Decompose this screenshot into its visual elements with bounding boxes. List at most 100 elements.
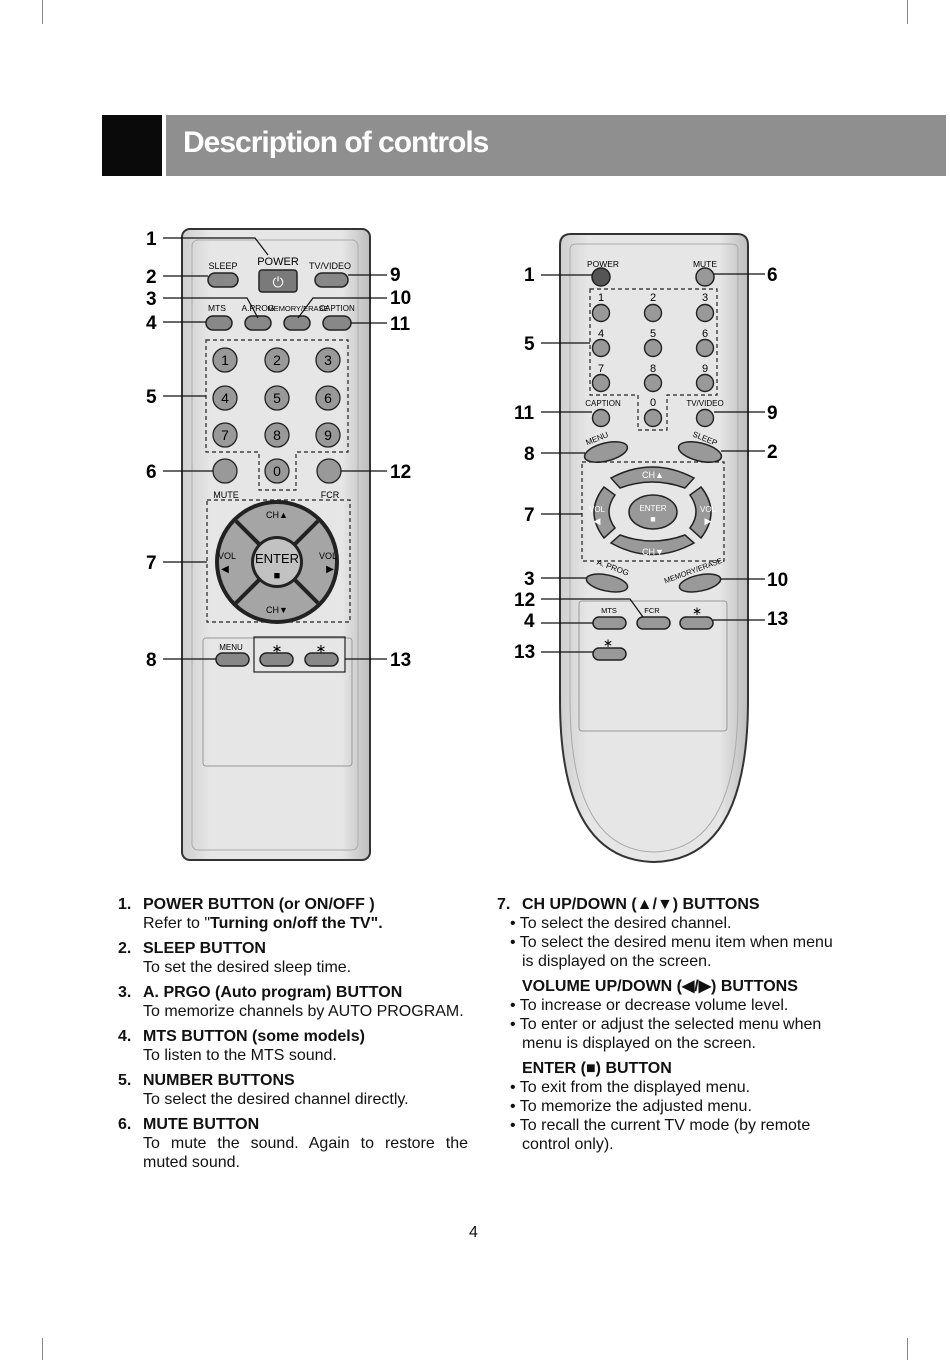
r2-menu-button[interactable] bbox=[582, 438, 629, 466]
r2-voll-label: VOL bbox=[589, 505, 606, 514]
r1-callout: 12 bbox=[390, 462, 411, 483]
r2-digit-button[interactable] bbox=[695, 373, 715, 393]
bullet-text: To exit from the displayed menu. bbox=[519, 1079, 751, 1096]
r2-memerase-button[interactable] bbox=[678, 571, 722, 595]
r1-menu-label: MENU bbox=[219, 643, 243, 652]
arrow-right-icon: ▶ bbox=[705, 516, 712, 526]
r2-digit-button[interactable] bbox=[643, 373, 663, 393]
r1-digit: 6 bbox=[324, 390, 332, 406]
r2-digit-button[interactable] bbox=[643, 408, 663, 428]
r2-star-button[interactable] bbox=[679, 616, 714, 630]
r2-digit-button[interactable] bbox=[695, 303, 715, 323]
r2-mute-label: MUTE bbox=[693, 259, 717, 269]
r1-fcr-button[interactable] bbox=[316, 458, 342, 484]
r1-enter-button[interactable] bbox=[254, 539, 300, 585]
r1-star-button[interactable] bbox=[259, 652, 294, 667]
r1-power-label: POWER bbox=[257, 256, 299, 268]
r2-caption-button[interactable] bbox=[591, 408, 611, 428]
r2-callout: 13 bbox=[767, 609, 788, 630]
r2-digit-button[interactable] bbox=[643, 303, 663, 323]
r2-caption-label: CAPTION bbox=[585, 399, 621, 408]
r2-fcr-button[interactable] bbox=[636, 616, 671, 630]
r1-digit-button[interactable] bbox=[264, 422, 290, 448]
r2-chdown-label: CH▼ bbox=[642, 547, 664, 557]
r2-digit: 9 bbox=[702, 363, 708, 375]
r1-digit-button[interactable] bbox=[264, 458, 290, 484]
r1-fcr-label: FCR bbox=[321, 490, 340, 500]
r1-sleep-button[interactable] bbox=[207, 272, 239, 288]
r1-power-button[interactable] bbox=[258, 269, 298, 293]
remote-1: SLEEP POWER TV/VIDEO ⏻ MTS A.PROG MEMORY… bbox=[146, 228, 411, 861]
r2-callout: 3 bbox=[524, 569, 535, 590]
list-item: 4.MTS BUTTON (some models) To listen to … bbox=[118, 1027, 468, 1065]
desc-bold: Turning on/off the TV". bbox=[210, 915, 383, 932]
bullet: • To increase or decrease volume level. bbox=[510, 997, 789, 1014]
r2-aprog-button[interactable] bbox=[585, 571, 629, 595]
r2-volr-label: VOL bbox=[700, 505, 717, 514]
r2-volr-button[interactable] bbox=[688, 485, 712, 540]
r1-callout: 1 bbox=[146, 229, 157, 250]
bullet: • To recall the current TV mode (by remo… bbox=[510, 1117, 811, 1153]
item-description: Refer to "Turning on/off the TV". bbox=[118, 914, 468, 933]
r1-aprog-button[interactable] bbox=[244, 315, 272, 331]
r2-chdown-button[interactable] bbox=[609, 534, 696, 556]
r1-enter-label: ENTER bbox=[255, 551, 299, 566]
r2-chup-button[interactable] bbox=[609, 466, 696, 489]
r1-digit: 8 bbox=[273, 427, 281, 443]
r1-number-pad: 1 2 3 4 5 6 7 8 9 0 bbox=[212, 347, 341, 484]
r1-menu-button[interactable] bbox=[215, 652, 250, 667]
r1-digit: 2 bbox=[273, 352, 281, 368]
left-descriptions: 1.POWER BUTTON (or ON/OFF ) Refer to "Tu… bbox=[118, 895, 468, 1178]
r1-digit-button[interactable] bbox=[264, 385, 290, 411]
r2-callout: 11 bbox=[514, 403, 535, 424]
r1-memerase-button[interactable] bbox=[283, 315, 311, 331]
r1-digit-button[interactable] bbox=[264, 347, 290, 373]
r2-mts-button[interactable] bbox=[592, 616, 627, 630]
r2-voll-button[interactable] bbox=[593, 485, 617, 540]
r2-star-button[interactable] bbox=[592, 647, 627, 661]
r2-power-button[interactable] bbox=[591, 267, 611, 287]
r1-callout: 7 bbox=[146, 553, 157, 574]
r1-digit-button[interactable] bbox=[315, 422, 341, 448]
r2-enter-button[interactable] bbox=[628, 494, 678, 530]
r1-star-button[interactable] bbox=[304, 652, 339, 667]
r1-digit-button[interactable] bbox=[212, 385, 238, 411]
remote-2: POWER MUTE 1 2 3 4 5 6 7 8 9 0 bbox=[514, 233, 788, 864]
r1-mts-button[interactable] bbox=[205, 315, 233, 331]
sub-heading: VOLUME UP/DOWN (◀/▶) BUTTONS bbox=[522, 978, 798, 995]
r1-caption-label: CAPTION bbox=[319, 304, 355, 313]
bullet-text: To select the desired menu item when men… bbox=[519, 934, 833, 970]
r1-digit-button[interactable] bbox=[212, 422, 238, 448]
stop-icon: ■ bbox=[650, 514, 655, 524]
list-item: 6.MUTE BUTTON To mute the sound. Again t… bbox=[118, 1115, 468, 1172]
r1-caption-button[interactable] bbox=[322, 315, 352, 331]
r2-power-label: POWER bbox=[587, 259, 619, 269]
r2-mute-button[interactable] bbox=[695, 267, 715, 287]
list-item: 5.NUMBER BUTTONS To select the desired c… bbox=[118, 1071, 468, 1109]
r1-digit: 5 bbox=[273, 390, 281, 406]
r2-digit: 1 bbox=[598, 292, 604, 304]
r1-tvvideo-button[interactable] bbox=[314, 272, 349, 288]
r2-tvvideo-button[interactable] bbox=[695, 408, 715, 428]
r2-callout: 12 bbox=[514, 590, 535, 611]
r1-star-label: ∗ bbox=[316, 641, 327, 656]
r1-digit-button[interactable] bbox=[212, 347, 238, 373]
r1-callout: 13 bbox=[390, 650, 411, 671]
r2-callout: 6 bbox=[767, 265, 778, 286]
r2-digit-button[interactable] bbox=[643, 338, 663, 358]
r1-mute-button[interactable] bbox=[212, 458, 238, 484]
r2-digit: 4 bbox=[598, 328, 604, 340]
r2-digit-button[interactable] bbox=[591, 303, 611, 323]
r2-digit-button[interactable] bbox=[591, 338, 611, 358]
r2-callout: 5 bbox=[524, 334, 535, 355]
r1-digit-button[interactable] bbox=[315, 347, 341, 373]
r2-sleep-button[interactable] bbox=[676, 438, 723, 466]
list-item: 2.SLEEP BUTTON To set the desired sleep … bbox=[118, 939, 468, 977]
r1-digit-button[interactable] bbox=[315, 385, 341, 411]
r2-digit-button[interactable] bbox=[591, 373, 611, 393]
item-number: 2. bbox=[118, 940, 132, 957]
r1-callout: 4 bbox=[146, 313, 157, 334]
r2-digit-button[interactable] bbox=[695, 338, 715, 358]
r2-chup-label: CH▲ bbox=[642, 470, 664, 480]
bullet-text: To select the desired channel. bbox=[519, 915, 732, 932]
